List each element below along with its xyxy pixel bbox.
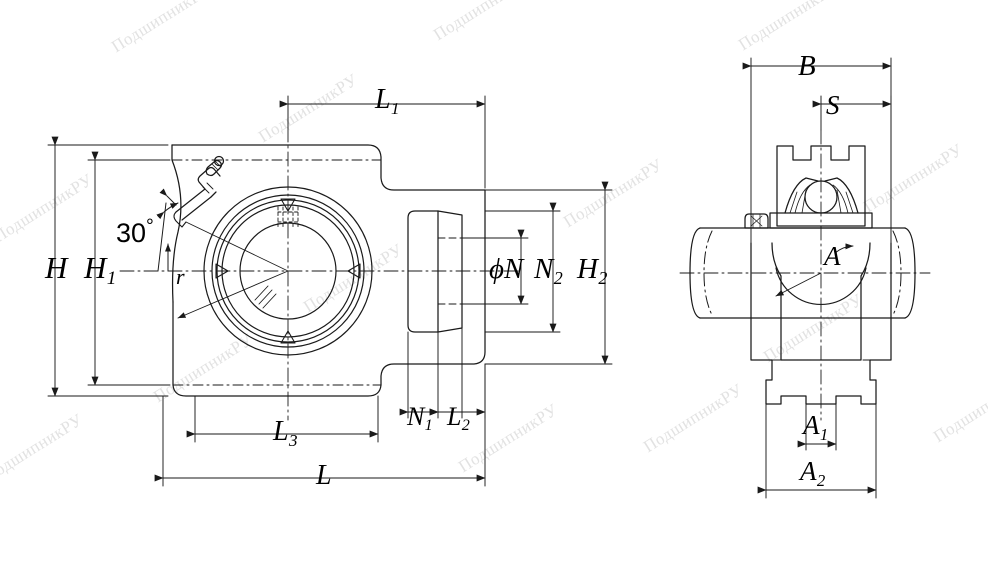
angle-30-indicator [156,188,179,272]
dim-N2 [484,202,561,333]
dim-phiN [461,229,529,305]
boss-outline [407,210,439,333]
dim-label-B: B [798,50,816,82]
nipple-axis [185,221,289,272]
dim-label-N2: N2 [534,253,563,288]
dim-label-L2: L2 [447,402,470,435]
dim-H2 [484,181,613,365]
dim-label-phiN: ϕN [489,253,524,285]
setscrew-hatch [277,206,299,228]
front-centerlines [119,127,521,421]
bearing-insert [744,145,873,229]
dim-L1 [279,95,486,189]
dim-label-H2: H2 [577,253,608,288]
housing-left-flank [171,144,182,303]
dim-A1 [797,403,837,451]
radius-leader [177,270,289,319]
dim-H1 [87,151,171,386]
dim-H [47,136,169,397]
bore-hatch [254,285,277,309]
grease-nipple [173,155,225,228]
dim-label-A2: A2 [800,456,826,490]
dim-label-r: r [176,264,185,289]
dim-S [812,95,892,244]
dim-A-leader [775,243,854,297]
dim-label-S: S [826,90,840,120]
housing-outline [171,144,486,397]
dim-A2 [757,403,877,499]
dim-label-L3: L3 [273,416,298,450]
dim-L2 [429,327,486,419]
boss-inner-face [437,210,463,333]
angle-label-30: 30° [116,215,154,248]
dim-label-H1: H1 [84,250,117,290]
dim-label-N1: N1 [407,402,433,435]
dim-label-H: H [45,250,68,285]
dim-L3 [186,395,379,443]
side-centerlines [679,129,931,421]
dim-label-A: A [824,241,841,271]
dim-label-L1: L1 [375,84,400,118]
dim-label-L: L [316,460,332,491]
dim-label-A1: A1 [803,410,829,444]
